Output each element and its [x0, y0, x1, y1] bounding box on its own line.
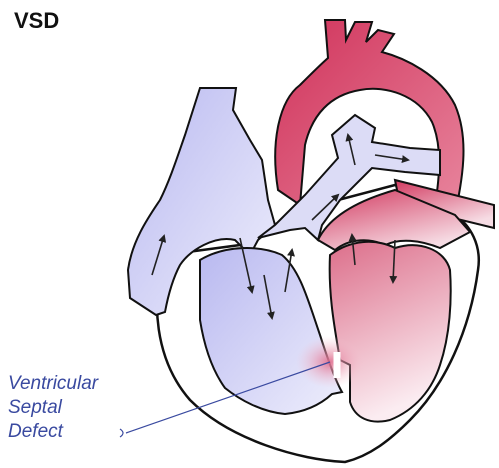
diagram-title: VSD	[14, 8, 59, 34]
aorta	[275, 20, 463, 215]
annotation-line-3: Defect	[8, 420, 63, 444]
annotation-line-2: Septal	[8, 396, 62, 420]
annotation-line-1: Ventricular	[8, 372, 98, 396]
annotation-leader-tick	[120, 429, 123, 437]
